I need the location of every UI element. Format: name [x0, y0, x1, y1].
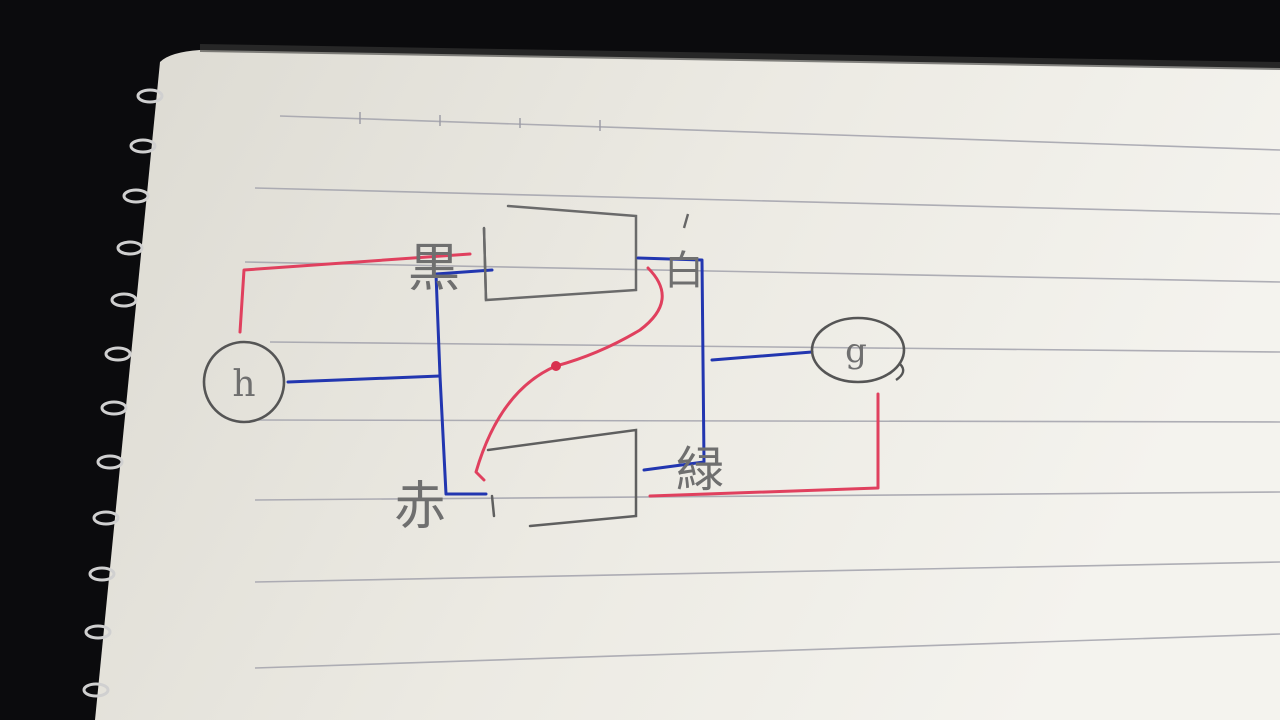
blue-wires — [286, 256, 814, 496]
spiral-binding — [82, 88, 164, 698]
pencil-mark — [682, 213, 690, 229]
top-rule-ticks — [359, 112, 601, 131]
pencil-bar — [482, 227, 488, 301]
notebook-page — [95, 50, 1280, 720]
label-red: 赤 — [394, 477, 446, 537]
node-h-label: h — [232, 364, 255, 405]
node-g-label: g — [845, 331, 867, 371]
node-h: h — [202, 340, 286, 424]
label-black: 黒 — [408, 239, 460, 299]
ruled-lines — [244, 115, 1280, 669]
red-wire-junction-dot — [551, 361, 561, 371]
node-g: g — [810, 316, 906, 384]
red-wires — [238, 252, 880, 498]
lower-terminal-block — [486, 428, 638, 528]
label-green: 緑 — [676, 442, 724, 498]
label-white: 白 — [664, 248, 704, 294]
page-edge-shadow — [200, 44, 1280, 70]
